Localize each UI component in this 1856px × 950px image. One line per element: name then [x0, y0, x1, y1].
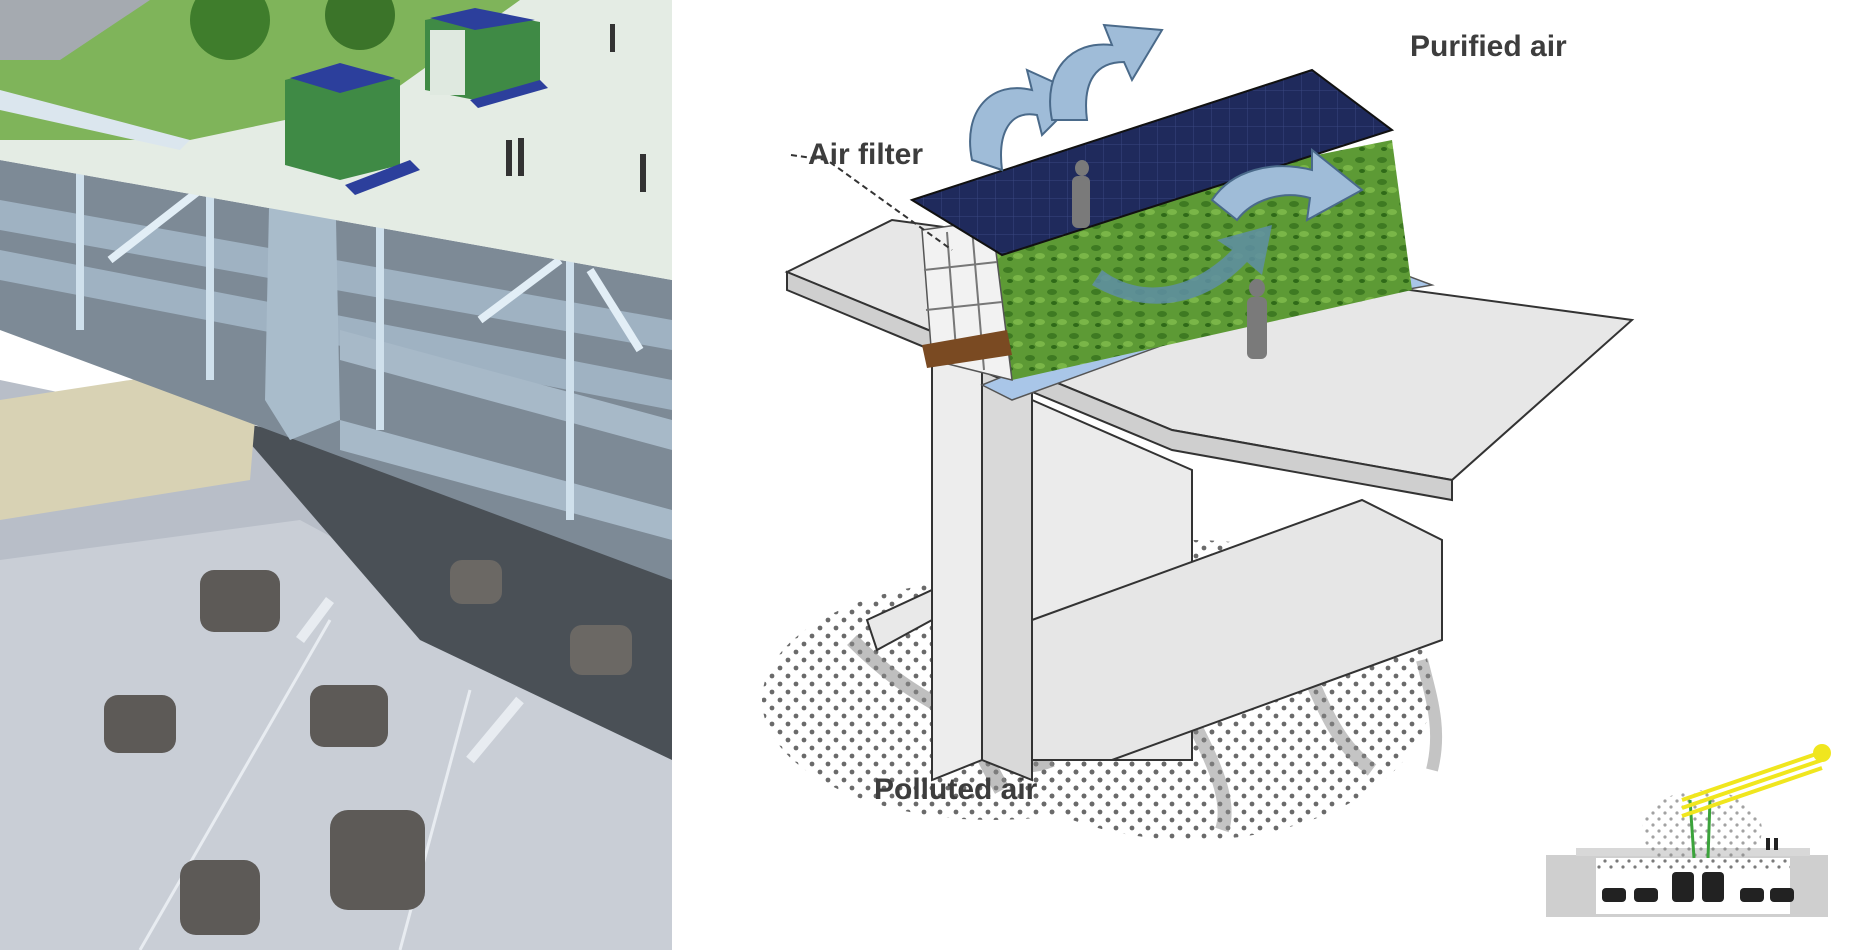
inset-person: [1774, 838, 1778, 850]
car: [570, 625, 632, 675]
inset-purified-cloud: [1642, 790, 1762, 870]
girder: [340, 420, 672, 540]
car: [200, 570, 280, 632]
lane-line: [138, 619, 332, 950]
person-silhouette: [1075, 160, 1089, 176]
inset-car: [1770, 888, 1794, 902]
column-face-left: [931, 338, 983, 782]
inset-sun-ray: [1681, 750, 1823, 802]
green-pod: [285, 65, 400, 180]
car: [180, 860, 260, 935]
frame-rail: [923, 261, 998, 271]
inset-train: [1702, 872, 1724, 902]
inset-train: [1672, 872, 1694, 902]
inset-car: [1634, 888, 1658, 902]
tree: [190, 0, 270, 60]
railing: [0, 90, 190, 150]
diagonal-brace: [107, 186, 203, 264]
pod-glass: [430, 30, 465, 95]
diagram-panel: Air filter Purified air Polluted air: [672, 0, 1856, 950]
planter-box: [922, 330, 1012, 368]
car: [330, 810, 425, 910]
purified-air-arrow: [1210, 147, 1364, 222]
inset-sun-ray: [1681, 766, 1823, 818]
car: [310, 685, 388, 747]
person: [518, 138, 524, 176]
frame-rail: [925, 301, 1003, 311]
base-ledge: [865, 588, 933, 652]
inset-filter: [1706, 799, 1712, 859]
smoke-plume: [1416, 658, 1443, 772]
person: [610, 24, 615, 52]
purified-air-label: Purified air: [1410, 30, 1567, 63]
person-silhouette: [1249, 279, 1265, 297]
purified-air-arrow: [1049, 23, 1164, 121]
air-filter-label: Air filter: [808, 138, 924, 171]
inset-sun-ray: [1681, 758, 1823, 810]
smoke-plume: [1185, 716, 1232, 833]
car: [450, 560, 502, 604]
column-face-front: [981, 338, 1033, 782]
solar-roof: [290, 63, 395, 93]
solar-roof: [430, 8, 535, 30]
lane-dash: [296, 597, 334, 643]
air-filter-diagram: [762, 23, 1831, 917]
inset-sun: [1813, 744, 1831, 762]
lane-dash: [466, 696, 524, 764]
inset-person: [1766, 838, 1770, 850]
diagonal-brace: [586, 267, 644, 353]
inset-car: [1740, 888, 1764, 902]
support-column: [265, 150, 340, 440]
solar-panel: [909, 68, 1395, 257]
lower-wing: [1031, 498, 1443, 761]
lower-terrace: [0, 0, 150, 60]
water-channel: [470, 80, 548, 108]
tree: [325, 0, 395, 50]
render-panel: [0, 0, 672, 950]
person-silhouette: [1247, 297, 1267, 359]
air-filter-leader: [790, 154, 953, 251]
diagonal-brace: [477, 256, 563, 324]
water-channel: [345, 160, 420, 195]
person: [506, 140, 512, 176]
circulation-arrow: [1092, 225, 1272, 304]
person: [640, 154, 646, 192]
lawn: [0, 0, 520, 140]
car: [104, 695, 176, 753]
girder: [340, 330, 672, 450]
inset-filter: [1688, 799, 1696, 859]
deck-edge: [786, 270, 1453, 502]
person-silhouette: [1072, 176, 1090, 228]
render-illustration: [0, 0, 672, 950]
inset-car: [1602, 888, 1626, 902]
polluted-air-label: Polluted air: [874, 773, 1038, 806]
